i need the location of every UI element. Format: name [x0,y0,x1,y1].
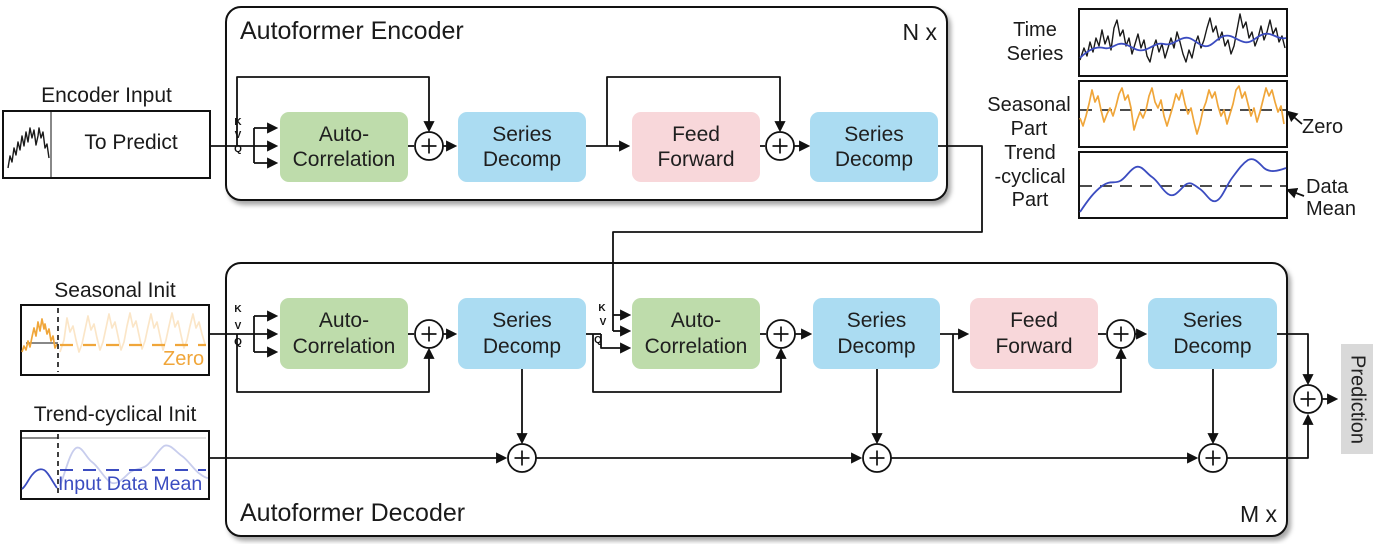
to-predict-label: To Predict [84,131,178,154]
decoder2-value-label: V [599,317,607,328]
decoder1-value-label: V [234,321,242,332]
encoder-auto-correlation-label: Auto- Correlation [292,122,396,171]
decoder-auto-correlation-label-1: Auto- Correlation [292,309,396,358]
decoder-series-decomp-block-1: Series Decomp [458,298,586,369]
trend-part-legend-label: Trend -cyclical Part [994,142,1066,212]
data-mean-arrow [1285,187,1305,199]
decoder-series-decomp-block-3: Series Decomp [1148,298,1277,369]
encoder-key-label: K [234,117,242,128]
seasonal-init-zero-annotation: Zero [163,348,205,370]
trend-part-plot [1078,151,1288,219]
seasonal-init-label: Seasonal Init [54,279,176,302]
encoder-series-decomp-block-2: Series Decomp [810,112,938,182]
decoder1-key-label: K [234,304,242,315]
seasonal-part-plot [1078,80,1288,148]
encoder-auto-correlation-block: Auto- Correlation [280,112,408,182]
decoder2-key-label: K [598,303,606,314]
decoder-series-decomp-block-2: Series Decomp [813,298,940,369]
zero-arrow [1286,110,1303,125]
encoder-series-decomp-block-1: Series Decomp [458,112,586,182]
prediction-label: Prediction [1346,354,1369,444]
decoder-title: Autoformer Decoder [240,499,466,527]
encoder-feed-forward-label: Feed Forward [657,122,735,171]
encoder-query-label: Q [234,144,242,155]
decoder2-query-label: Q [594,335,602,346]
encoder-series-decomp-label-1: Series Decomp [482,122,562,171]
decoder-feed-forward-label: Feed Forward [995,309,1073,358]
decoder-series-decomp-label-1: Series Decomp [482,309,562,358]
decoder-series-decomp-label-3: Series Decomp [1173,309,1252,358]
trend-init-mean-annotation: Input Data Mean [58,473,203,495]
decoder-series-decomp-label-2: Series Decomp [837,309,916,358]
decoder-auto-correlation-label-2: Auto- Correlation [644,309,748,358]
decoder-feed-forward-block: Feed Forward [970,298,1098,369]
encoder-repeat-count: N x [902,19,938,45]
decoder-auto-correlation-block-1: Auto- Correlation [280,298,408,369]
decoder1-query-label: Q [234,337,242,348]
zero-annotation: Zero [1302,116,1344,138]
final-add-node [1293,384,1323,414]
encoder-feed-forward-block: Feed Forward [632,112,760,182]
encoder-value-label: V [234,130,242,141]
decoder-auto-correlation-block-2: Auto- Correlation [632,298,760,369]
encoder-series-decomp-label-2: Series Decomp [834,122,914,171]
encoder-title: Autoformer Encoder [240,17,464,45]
time-series-legend-label: Time Series [1006,19,1064,65]
prediction-output-box: Prediction [1341,344,1373,454]
encoder-input-label: Encoder Input [41,84,172,107]
decoder-repeat-count: M x [1239,501,1277,527]
seasonal-part-legend-label: Seasonal Part [987,94,1071,140]
trend-init-label: Trend-cyclical Init [33,403,197,426]
time-series-plot [1078,8,1288,77]
data-mean-annotation: Data Mean [1306,176,1357,220]
